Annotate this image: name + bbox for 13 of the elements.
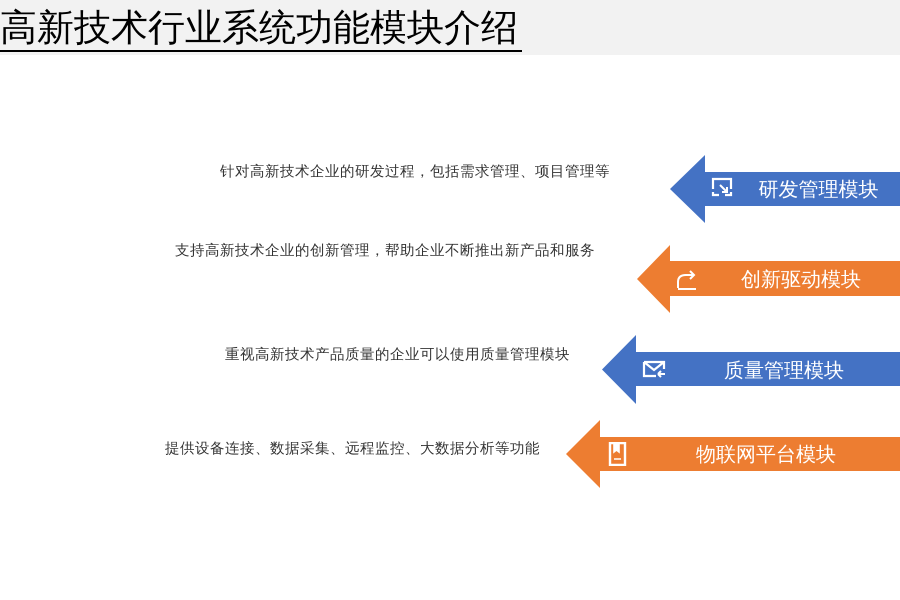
arrow-banner — [637, 245, 900, 313]
module-label: 创新驱动模块 — [740, 267, 862, 291]
description-text: 提供设备连接、数据采集、远程监控、大数据分析等功能 — [165, 440, 540, 459]
arrow-banner — [602, 335, 900, 404]
module-label: 物联网平台模块 — [695, 442, 837, 466]
description-text: 重视高新技术产品质量的企业可以使用质量管理模块 — [225, 346, 570, 365]
title: 高新技术行业系统功能模块介绍 — [0, 6, 522, 52]
module-label: 质量管理模块 — [723, 358, 845, 382]
module-label: 研发管理模块 — [758, 177, 880, 201]
arrow-banner — [566, 420, 900, 488]
description-text: 支持高新技术企业的创新管理，帮助企业不断推出新产品和服务 — [175, 242, 595, 261]
description-text: 针对高新技术企业的研发过程，包括需求管理、项目管理等 — [220, 162, 610, 182]
arrow-banner — [670, 155, 900, 223]
